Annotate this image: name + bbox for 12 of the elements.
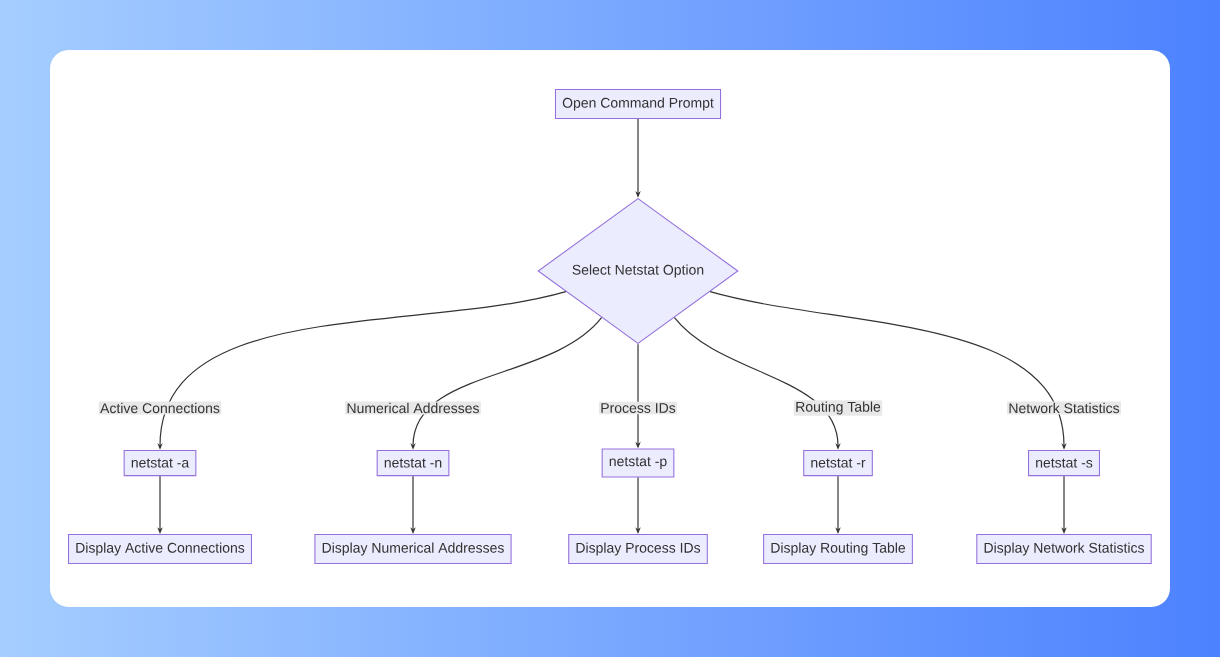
process-box: Open Command Prompt bbox=[554, 88, 722, 120]
process-box: Display Active Connections bbox=[68, 533, 253, 565]
process-box: Display Process IDs bbox=[568, 533, 708, 565]
process-box: Display Network Statistics bbox=[976, 533, 1152, 565]
process-box: netstat -a bbox=[123, 449, 197, 477]
process-box: Display Numerical Addresses bbox=[314, 533, 512, 565]
process-box: Display Routing Table bbox=[763, 533, 913, 565]
process-box: netstat -p bbox=[601, 448, 675, 478]
process-box: netstat -n bbox=[376, 449, 450, 477]
process-box: netstat -s bbox=[1028, 449, 1100, 477]
process-box: netstat -r bbox=[803, 449, 873, 477]
edge-label: Routing Table bbox=[793, 400, 883, 416]
